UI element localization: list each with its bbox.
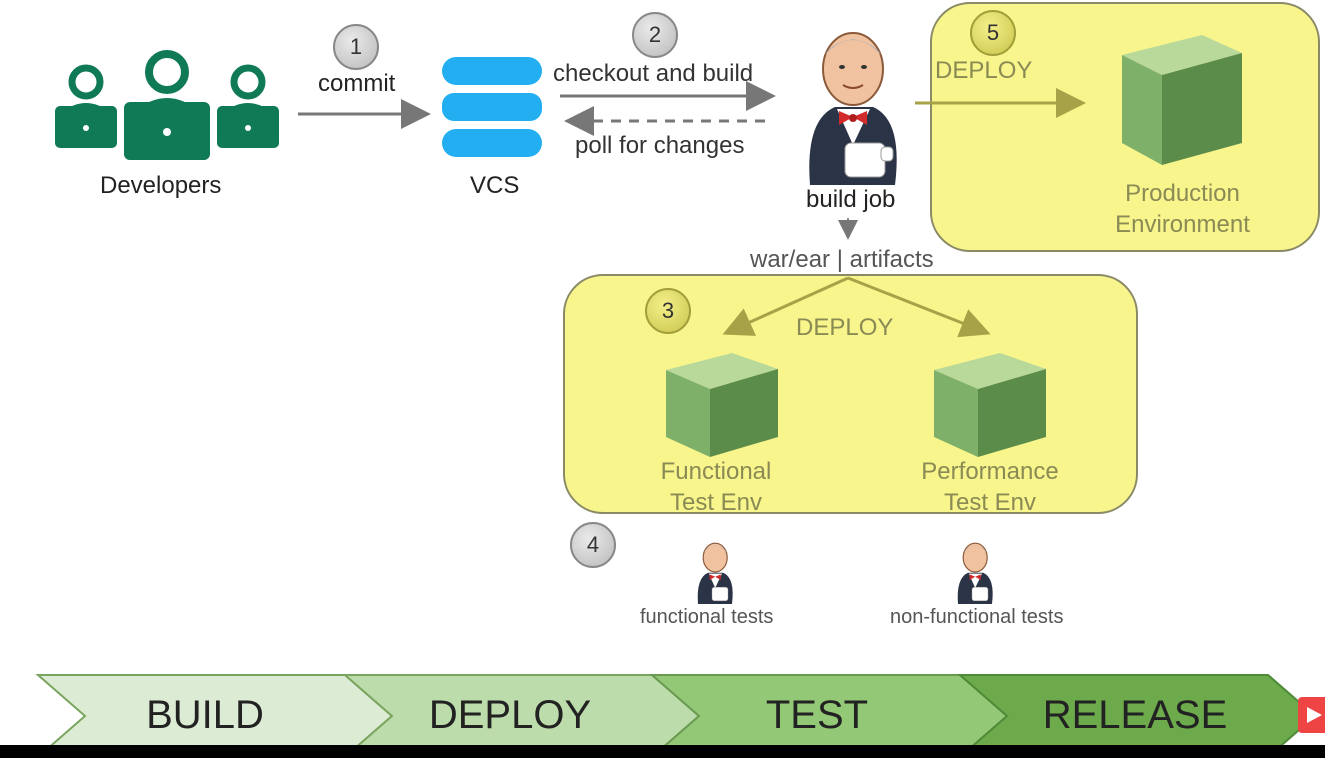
stage-label-test: TEST: [765, 693, 869, 737]
deploy-perf-arrow: [847, 276, 991, 338]
step-3-badge: 3: [645, 288, 691, 334]
non-functional-tests-label: non-functional tests: [890, 606, 1064, 628]
functional-env-cube-icon: [666, 353, 778, 457]
functional-env-label-line2: Test Env: [669, 489, 763, 514]
stage-label-release: RELEASE: [1042, 693, 1228, 737]
performance-env-cube-icon: [934, 353, 1046, 457]
production-label-line2: Environment: [1115, 211, 1250, 238]
developers-icon: [55, 50, 279, 160]
flow-arrows: [298, 81, 1086, 338]
deploy-func-arrow: [722, 276, 849, 336]
poll-label: poll for changes: [575, 132, 745, 159]
stage-label-build: BUILD: [146, 693, 264, 737]
database-icon: [442, 57, 542, 157]
checkout-label: checkout and build: [553, 60, 754, 87]
commit-label: commit: [318, 70, 396, 97]
production-cube-icon: [1122, 35, 1242, 165]
deploy-test-label: DEPLOY: [796, 314, 894, 341]
performance-env-label-line1: Performance: [921, 458, 1059, 485]
production-label-line1: Production: [1125, 180, 1240, 207]
jenkins-butler-icon: [809, 32, 897, 185]
step-5-badge: 5: [970, 10, 1016, 56]
stage-label-deploy: DEPLOY: [428, 693, 592, 737]
vcs-label: VCS: [470, 172, 520, 199]
artifacts-label: war/ear | artifacts: [750, 246, 934, 273]
jenkins-functional-tests-icon: [697, 542, 733, 604]
step-1-badge: 1: [333, 24, 379, 70]
step-4-badge: 4: [570, 522, 616, 568]
developers-label: Developers: [100, 172, 222, 199]
deploy-prod-label: DEPLOY: [935, 57, 1033, 84]
functional-tests-label: functional tests: [640, 606, 774, 628]
functional-env-label-line1: Functional: [660, 458, 772, 485]
jenkins-non-functional-tests-icon: [957, 542, 993, 604]
step-2-badge: 2: [632, 12, 678, 58]
video-bottom-bar: [0, 745, 1325, 758]
performance-env-label-line2: Test Env: [943, 489, 1037, 514]
play-button-icon[interactable]: [1298, 697, 1325, 733]
build-job-label: build job: [806, 186, 896, 213]
